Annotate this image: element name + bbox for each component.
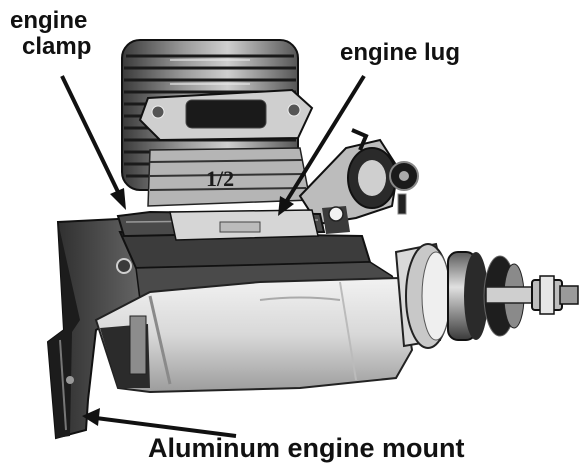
engine-marking: 1/2 xyxy=(206,166,234,191)
mount-rivet xyxy=(66,376,74,384)
exhaust-port xyxy=(185,99,267,129)
front-housing xyxy=(394,242,451,349)
arrow-aluminum-mount xyxy=(82,408,237,438)
cylinder xyxy=(121,39,314,207)
prop-hub xyxy=(447,251,579,341)
label-engine-clamp: engine clamp xyxy=(10,8,91,60)
label-engine-clamp-line1: engine xyxy=(10,7,88,34)
carburetor xyxy=(298,128,419,234)
crankcase-screw-boss xyxy=(129,315,147,375)
mount-bolt xyxy=(116,258,132,274)
fuel-nipple xyxy=(397,193,407,215)
arrow-engine-lug xyxy=(278,74,366,216)
arrow-engine-clamp xyxy=(60,75,126,210)
engine-lug xyxy=(169,209,319,241)
label-engine-lug: engine lug xyxy=(340,39,460,66)
label-aluminum-engine-mount: Aluminum engine mount xyxy=(148,433,465,463)
spray-bar xyxy=(351,128,369,151)
crankcase xyxy=(94,276,414,394)
label-engine-clamp-line2: clamp xyxy=(22,33,92,60)
